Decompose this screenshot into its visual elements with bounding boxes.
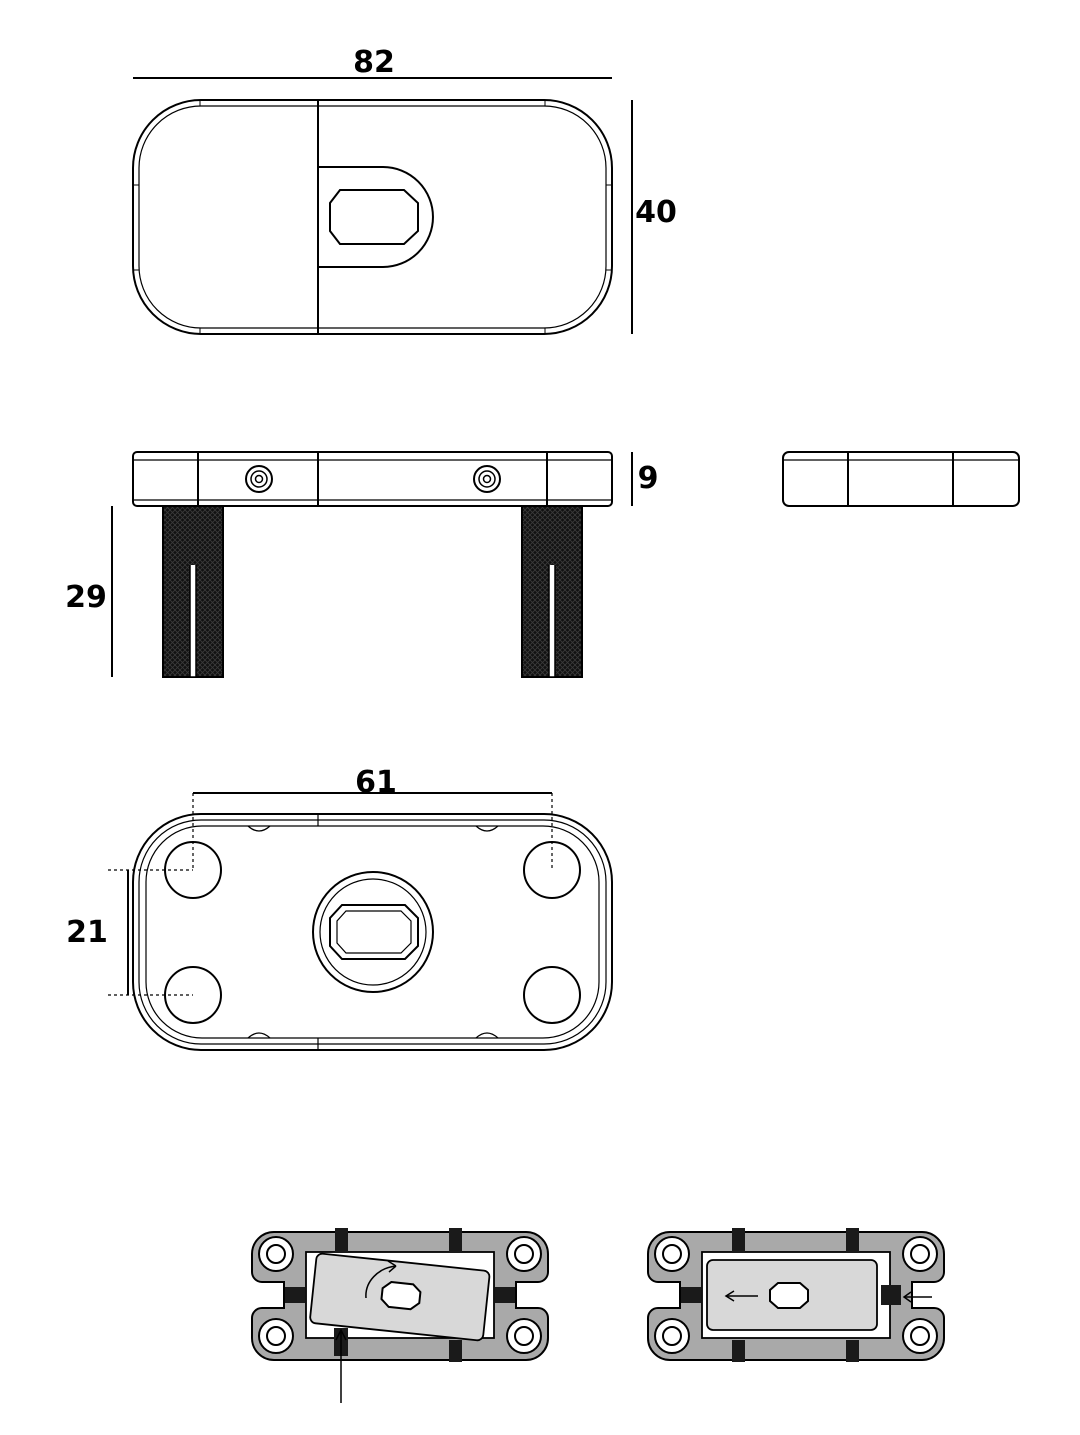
install-step-rotate [251,1228,549,1403]
front-view-screw-right [473,465,501,493]
dimension-height-label: 40 [635,195,677,230]
front-view: 9 29 [65,451,659,678]
top-view-slot-tab [318,166,434,268]
bottom-view-outer-body [132,813,613,1051]
bottom-view-slot-hole [329,904,419,960]
step2-slot-hole [769,1282,809,1309]
bottom-view-hole-top-right [523,841,581,899]
bottom-view-center-boss [312,871,434,993]
dimension-hole-spacing-x-label: 61 [355,765,397,800]
bottom-view-hole-bottom-right [523,966,581,1024]
top-view-inner-edge [138,105,607,329]
side-view-body [782,451,1020,507]
top-view-outer-body [132,99,613,335]
dimension-hole-spacing-y-label: 21 [66,915,108,950]
bottom-view: 61 21 [66,765,613,1051]
dimension-thickness-label: 9 [638,461,659,496]
top-view-slot-hole [329,189,419,245]
front-view-body [132,451,613,507]
side-view [782,451,1020,507]
install-step-tighten [647,1228,945,1362]
step1-rotated-insert [309,1252,491,1342]
dimension-pin-length-label: 29 [65,580,107,615]
front-view-screw-left [245,465,273,493]
step1-rotate-arrow [365,1265,397,1299]
dimension-width-label: 82 [353,45,395,80]
top-view: 82 40 [132,45,677,335]
